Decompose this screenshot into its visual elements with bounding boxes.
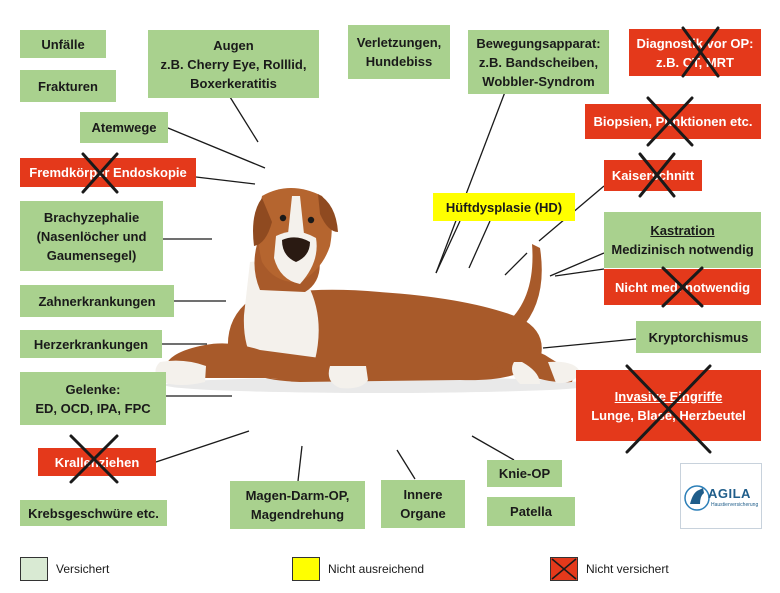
box-brachyzephalie: Brachyzephalie (Nasenlöcher und Gaumense… [20, 201, 163, 271]
box-augen: Augen z.B. Cherry Eye, Rolllid, Boxerker… [148, 30, 319, 98]
box-bewegungsapparat-line1: Bewegungsapparat: [476, 35, 601, 51]
box-bewegungsapparat-line3: Wobbler-Syndrom [482, 73, 595, 89]
box-brachyzephalie-line2: (Nasenlöcher und [36, 228, 147, 244]
box-kastration: Kastration Medizinisch notwendig [604, 212, 761, 268]
box-gelenke-line1: Gelenke: [65, 381, 121, 397]
box-augen-line1: Augen [213, 37, 254, 53]
box-kastration-title: Kastration [650, 223, 715, 238]
box-innere-organe-line2: Organe [400, 506, 446, 521]
box-krebsgeschwuere-label: Krebsgeschwüre etc. [28, 505, 159, 521]
box-verletzungen-line1: Verletzungen, [356, 35, 442, 50]
box-biopsien-label: Biopsien, Punktionen etc. [593, 114, 753, 129]
box-invasive-line1: Invasive Eingriffe [614, 388, 723, 404]
box-gelenke-line2: ED, OCD, IPA, FPC [35, 400, 151, 416]
legend-swatch-not-sufficient [292, 557, 320, 581]
box-krebsgeschwuere: Krebsgeschwüre etc. [20, 500, 167, 526]
box-bewegungsapparat: Bewegungsapparat: z.B. Bandscheiben, Wob… [468, 30, 609, 94]
box-herzerkrankungen: Herzerkrankungen [20, 330, 162, 358]
box-hueftdysplasie: Hüftdysplasie (HD) [433, 193, 575, 221]
box-biopsien: Biopsien, Punktionen etc. [585, 104, 761, 139]
agila-logo: AGILA Haustierversicherung [680, 463, 762, 529]
x-mark-kastration [661, 266, 704, 308]
x-mark-diagnostik [681, 26, 720, 78]
dog-illustration [155, 188, 595, 393]
box-atemwege: Atemwege [80, 112, 168, 143]
box-invasive-eingriffe: Invasive Eingriffe Lunge, Blase, Herzbeu… [576, 370, 761, 441]
x-mark-invasive [625, 364, 712, 454]
box-brachyzephalie-line1: Brachyzephalie [43, 209, 140, 225]
logo-subtitle: Haustierversicherung [711, 502, 759, 508]
box-brachyzephalie-line3: Gaumensegel) [46, 247, 137, 263]
box-unfaelle-label: Unfälle [41, 36, 85, 52]
box-patella: Patella [487, 497, 575, 526]
box-gelenke: Gelenke: ED, OCD, IPA, FPC [20, 372, 166, 425]
dog-figure-icon [684, 485, 710, 511]
legend-label-not-sufficient: Nicht ausreichend [328, 562, 425, 576]
box-frakturen-label: Frakturen [38, 78, 98, 94]
box-knie-op: Knie-OP [487, 460, 562, 487]
box-unfaelle: Unfälle [20, 30, 106, 58]
box-diagnostik: Diagnostik vor OP: z.B. CT, MRT [629, 29, 761, 76]
legend-swatch-not-insured [550, 557, 578, 581]
box-augen-line3: Boxerkeratitis [190, 75, 277, 91]
x-mark-krallenziehen [69, 434, 119, 484]
box-innere-organe: Innere Organe [381, 480, 465, 528]
box-fremdkoerper-label: Fremdkörper Endoskopie [29, 165, 187, 180]
box-magen-darm: Magen-Darm-OP, Magendrehung [230, 481, 365, 529]
box-magen-darm-line1: Magen-Darm-OP, [245, 488, 350, 503]
box-kastration-med: Medizinisch notwendig [611, 242, 754, 257]
box-frakturen: Frakturen [20, 70, 116, 102]
box-atemwege-label: Atemwege [91, 120, 157, 135]
box-zahnerkrankungen-label: Zahnerkrankungen [38, 293, 156, 309]
box-kaiserschnitt-label: Kaiserschnitt [611, 168, 695, 183]
box-verletzungen: Verletzungen, Hundebiss [348, 25, 450, 79]
legend-label-insured: Versichert [56, 562, 110, 576]
legend-label-not-insured: Nicht versichert [586, 562, 669, 576]
box-magen-darm-line2: Magendrehung [250, 507, 345, 522]
legend-x-icon [551, 558, 577, 580]
box-hueftdysplasie-label: Hüftdysplasie (HD) [445, 199, 563, 215]
box-kryptorchismus: Kryptorchismus [636, 321, 761, 353]
x-mark-kaiserschnitt [638, 152, 676, 198]
box-verletzungen-line2: Hundebiss [365, 54, 433, 69]
x-mark-fremdkoerper [81, 152, 119, 194]
box-augen-line2: z.B. Cherry Eye, Rolllid, [160, 56, 307, 72]
box-innere-organe-line1: Innere [403, 487, 443, 502]
box-patella-label: Patella [510, 504, 552, 519]
box-bewegungsapparat-line2: z.B. Bandscheiben, [478, 54, 599, 70]
legend-swatch-insured [20, 557, 48, 581]
box-kaiserschnitt: Kaiserschnitt [604, 160, 702, 191]
box-kryptorchismus-label: Kryptorchismus [648, 329, 749, 345]
x-mark-biopsien [646, 96, 694, 147]
box-herzerkrankungen-label: Herzerkrankungen [33, 336, 149, 352]
box-zahnerkrankungen: Zahnerkrankungen [20, 285, 174, 317]
box-knie-op-label: Knie-OP [498, 466, 551, 481]
logo-name: AGILA [708, 486, 751, 501]
box-invasive-line2: Lunge, Blase, Herzbeutel [591, 407, 746, 423]
